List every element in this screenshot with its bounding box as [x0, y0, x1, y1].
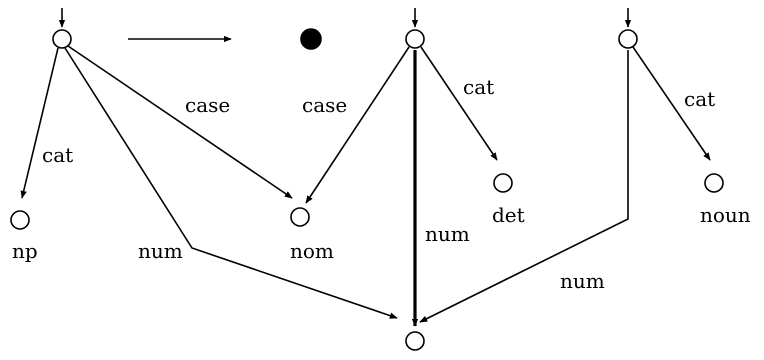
np-node [10, 210, 30, 230]
noun-node [704, 173, 724, 193]
det-node [493, 173, 513, 193]
nom-node [290, 207, 310, 227]
edge-case-left [67, 45, 293, 199]
label-cat-right: cat [684, 87, 715, 111]
label-num-left: num [138, 239, 183, 263]
root-node-left [52, 29, 72, 49]
label-num-middle: num [425, 222, 470, 246]
label-det: det [492, 203, 525, 227]
unification-operator-dot [300, 28, 322, 50]
label-case-left: case [185, 93, 230, 117]
shared-num-node [405, 331, 425, 351]
edge-num-right [419, 50, 629, 323]
edge-case-middle [305, 46, 410, 204]
label-np: np [12, 239, 38, 263]
edge-cat-left [20, 47, 59, 199]
edge-cat-middle [420, 46, 498, 161]
root-node-right [618, 29, 638, 49]
edge-cat-right [632, 46, 711, 161]
label-cat-left: cat [42, 143, 73, 167]
edge-num-left [64, 47, 398, 319]
label-num-right: num [560, 269, 605, 293]
label-case-middle: case [302, 93, 347, 117]
label-cat-middle: cat [463, 75, 494, 99]
root-node-middle [405, 29, 425, 49]
label-nom: nom [290, 239, 334, 263]
label-noun: noun [700, 203, 751, 227]
